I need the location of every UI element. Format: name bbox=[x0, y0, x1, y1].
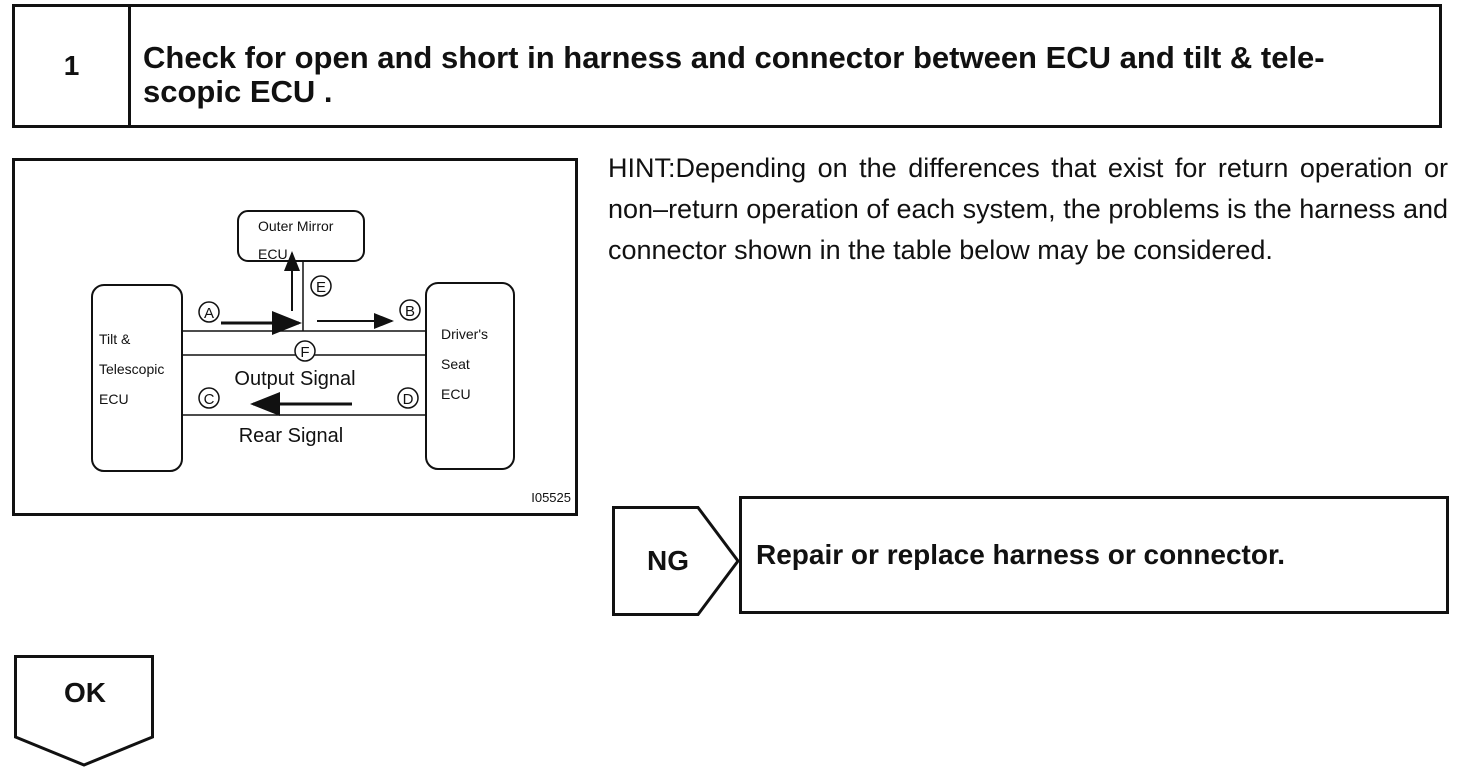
outer-mirror-ecu-label-1: Outer Mirror bbox=[258, 218, 334, 234]
marker-e-label: E bbox=[316, 279, 326, 296]
rear-signal-label: Rear Signal bbox=[239, 425, 344, 447]
figure-code: I05525 bbox=[531, 490, 571, 505]
step-title-line-1: Check for open and short in harness and … bbox=[143, 40, 1325, 75]
seat-ecu-label-2: Seat bbox=[441, 356, 470, 372]
tilt-ecu-label-3: ECU bbox=[99, 391, 129, 407]
ok-tab: OK bbox=[14, 655, 156, 767]
ng-label: NG bbox=[647, 545, 689, 576]
hint-text: HINT:Depending on the differences that e… bbox=[608, 153, 1448, 265]
ok-label: OK bbox=[64, 677, 106, 708]
wiring-diagram: Outer Mirror ECU Tilt & Telescopic ECU D… bbox=[12, 158, 578, 516]
marker-b-label: B bbox=[405, 303, 415, 320]
seat-ecu-label-1: Driver's bbox=[441, 326, 488, 342]
outer-mirror-ecu-label-2: ECU bbox=[258, 246, 288, 262]
marker-a bbox=[198, 301, 220, 323]
marker-d bbox=[397, 387, 419, 409]
marker-c-label: C bbox=[204, 391, 215, 408]
marker-a-label: A bbox=[204, 305, 214, 322]
ng-tab: NG bbox=[612, 506, 740, 616]
marker-c bbox=[198, 387, 220, 409]
marker-b bbox=[399, 299, 421, 321]
tilt-ecu-label-2: Telescopic bbox=[99, 361, 164, 377]
step-number: 1 bbox=[15, 7, 131, 125]
marker-e bbox=[310, 275, 332, 297]
tilt-ecu-label-1: Tilt & bbox=[99, 331, 131, 347]
tilt-telescopic-ecu-box bbox=[91, 284, 183, 472]
marker-d-label: D bbox=[403, 391, 414, 408]
seat-ecu-label-3: ECU bbox=[441, 386, 471, 402]
outer-mirror-ecu-box bbox=[237, 210, 365, 262]
step-title: Check for open and short in harness and … bbox=[131, 7, 1439, 125]
ng-result-text: Repair or replace harness or connector. bbox=[756, 539, 1286, 570]
step-header: 1 Check for open and short in harness an… bbox=[12, 4, 1442, 128]
ng-result-box: Repair or replace harness or connector. bbox=[739, 496, 1449, 614]
marker-f-label: F bbox=[300, 344, 309, 361]
drivers-seat-ecu-box bbox=[425, 282, 515, 470]
marker-f bbox=[294, 340, 316, 362]
step-title-line-2: scopic ECU . bbox=[143, 74, 333, 109]
output-signal-label: Output Signal bbox=[234, 368, 355, 390]
